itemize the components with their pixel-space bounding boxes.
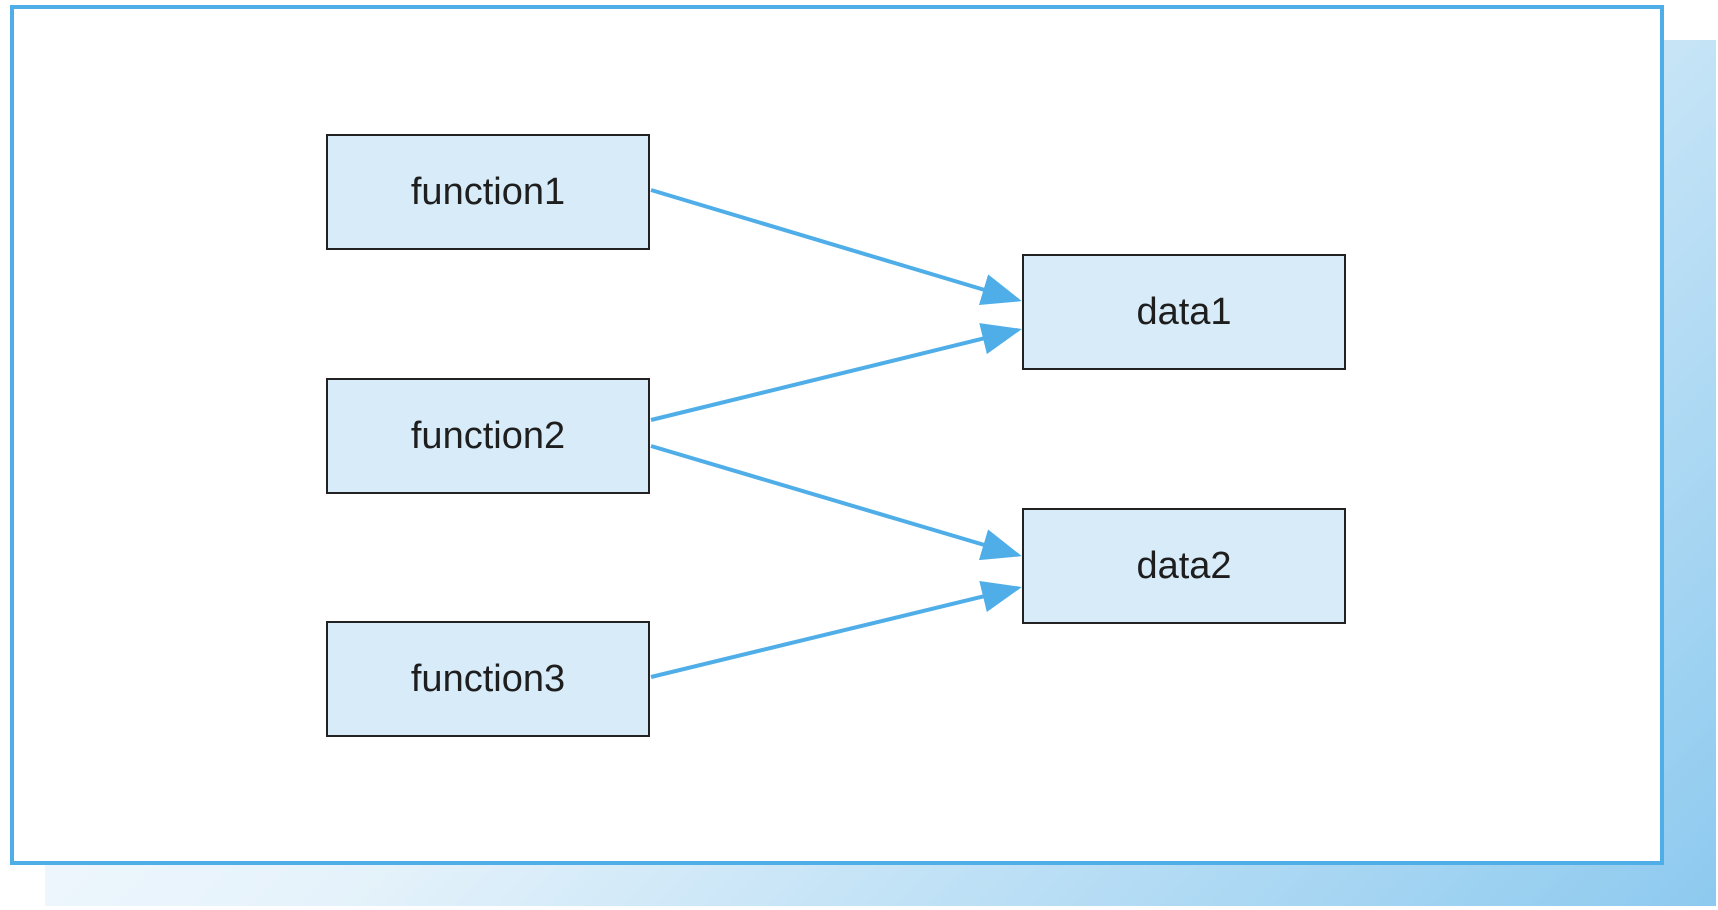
node-data1: data1	[1022, 254, 1346, 370]
edge-function1-data1	[650, 188, 1022, 305]
edge-function2-data2	[650, 444, 1022, 561]
node-function2: function2	[326, 378, 650, 494]
edge-function3-data2	[650, 580, 1022, 679]
node-function3-label: function3	[410, 657, 566, 700]
edge-function2-data1	[650, 323, 1022, 422]
diagram-frame	[10, 5, 1664, 865]
node-data1-label: data1	[1136, 290, 1232, 333]
node-function1: function1	[326, 134, 650, 250]
node-data2: data2	[1022, 508, 1346, 624]
node-function2-label: function2	[410, 414, 566, 457]
node-function3: function3	[326, 621, 650, 737]
node-data2-label: data2	[1136, 544, 1232, 587]
node-function1-label: function1	[410, 170, 566, 213]
